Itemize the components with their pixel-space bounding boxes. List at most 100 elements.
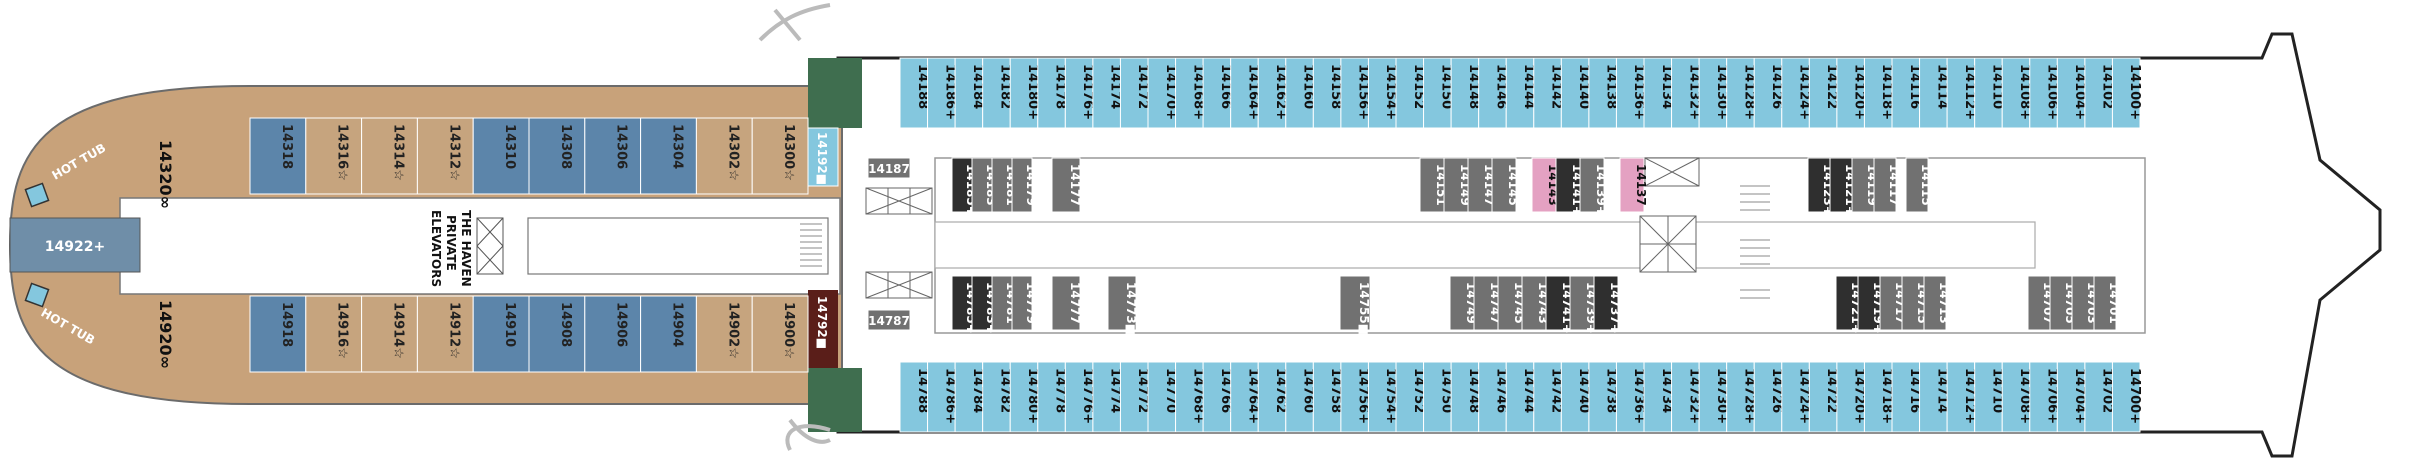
cabin-bottom-13-label: 14762 (1273, 368, 1288, 413)
cabin-top-36-box (1891, 57, 1921, 129)
cabin-top-1-label: 14186+ (942, 64, 957, 120)
suite-top-7-box (640, 117, 697, 195)
interior-bottom-6-box (1107, 275, 1137, 331)
cabin-bottom-35: 14718+ (1863, 361, 1894, 433)
suite-top-4: 14310 (472, 117, 530, 195)
suite-top-5: 14308 (528, 117, 586, 195)
interior-top-18-label: 14115 (1919, 164, 1933, 206)
cabin-bottom-12: 14764+ (1230, 361, 1260, 433)
cabin-top-27-box (1643, 57, 1673, 129)
cabin-14790 (808, 368, 862, 432)
cabin-top-27: 14134 (1643, 57, 1674, 129)
cabin-bottom-14-label: 14760 (1301, 368, 1316, 413)
cabin-top-13-box (1257, 57, 1287, 129)
suite-bottom-2-label: 14914☆ (391, 302, 406, 359)
cabin-top-21: 14146 (1478, 57, 1508, 129)
suite-top-9-box (751, 117, 809, 195)
cabin-bottom-9-box (1147, 361, 1177, 433)
interior-bottom-23: 14701 (2093, 275, 2121, 331)
cabin-bottom-2-label: 14784 (970, 368, 985, 413)
cabin-top-44-box (2111, 57, 2141, 129)
haven-elevator-box (476, 217, 504, 275)
suite-bottom-2-box (361, 295, 418, 373)
suite-bottom-1-label: 14916☆ (335, 302, 350, 359)
suite-bottom-5-box (528, 295, 586, 373)
cabin-top-34-label: 14120+ (1852, 64, 1867, 120)
cabin-top-11-box (1202, 57, 1232, 129)
suite-bottom-4-label: 14910 (502, 302, 517, 347)
cabin-bottom-27-box (1643, 361, 1673, 433)
interior-bottom-4: 14779 (1011, 275, 1038, 331)
cabin-14190 (808, 58, 862, 128)
cabin-bottom-3: 14782 (982, 361, 1012, 433)
cabin-bottom-26: 14736+ (1615, 361, 1646, 433)
cabin-top-5-label: 14178 (1053, 64, 1068, 109)
interior-bottom-10-box (1497, 275, 1523, 331)
cabin-top-32-label: 14124+ (1797, 64, 1812, 120)
suite-top-4-box (472, 117, 530, 195)
suite-top-7-label: 14304 (670, 124, 685, 169)
cabin-bottom-27: 14734 (1643, 361, 1674, 433)
cabin-bottom-7: 14774 (1092, 361, 1123, 433)
cabin-bottom-27-label: 14734 (1659, 368, 1674, 413)
interior-bottom-14: 14737+ (1593, 275, 1622, 334)
interior-bottom-4-box (1011, 275, 1033, 331)
interior-top-0-label: 14187 (868, 162, 910, 176)
cabin-bottom-35-label: 14718+ (1879, 368, 1894, 424)
cabin-top-11: 14166 (1202, 57, 1233, 129)
suite-bottom-0-label: 14918 (279, 302, 294, 347)
cabin-bottom-20-box (1450, 361, 1480, 433)
cabin-top-29: 14130+ (1698, 57, 1729, 129)
cabin-bottom-36-label: 14716 (1907, 368, 1922, 413)
cabin-bottom-15-label: 14758 (1328, 368, 1343, 413)
cabin-top-4-label: 14180+ (1025, 64, 1040, 120)
cabin-top-23: 14142 (1533, 57, 1564, 129)
interior-top-9-label: 14145 (1506, 164, 1520, 206)
interior-bottom-23-box (2093, 275, 2117, 331)
suite-top-0: 14318 (249, 117, 307, 195)
cabin-top-0-label: 14188 (915, 64, 930, 109)
suite-top-8: 14302☆ (695, 117, 753, 195)
cabin-top-16: 14156+ (1340, 57, 1371, 129)
cabin-bottom-32-label: 14724+ (1797, 368, 1812, 424)
cabin-top-31-label: 14126 (1769, 64, 1784, 109)
cabin-top-6-label: 14176+ (1080, 64, 1095, 120)
suite-top-3-label: 14312☆ (446, 124, 461, 181)
cabin-top-31: 14126 (1753, 57, 1784, 129)
haven-line-2: PRIVATE (444, 215, 458, 271)
cabin-top-4-box (1009, 57, 1039, 129)
cabin-bottom-21-box (1478, 361, 1507, 433)
cabin-top-15: 14158 (1312, 57, 1343, 129)
interior-top-13-label: 14137 (1634, 164, 1648, 206)
suite-bottom-4-box (472, 295, 530, 373)
hot-tub-top (24, 182, 50, 208)
cabin-bottom-15: 14758 (1312, 361, 1343, 433)
cabin-bottom-44: 14700+ (2111, 361, 2142, 433)
suite-top-7: 14304 (640, 117, 697, 195)
cabin-top-42-label: 14104+ (2072, 64, 2087, 120)
suite-top-6: 14306 (584, 117, 642, 195)
cabin-bottom-24-box (1560, 361, 1590, 433)
cabin-bottom-8-box (1119, 361, 1149, 433)
cabin-top-25: 14138 (1588, 57, 1619, 129)
cabin-bottom-13: 14762 (1257, 361, 1288, 433)
cabin-top-9-label: 14170+ (1163, 64, 1178, 120)
cabin-top-7-label: 14174 (1108, 64, 1123, 109)
cabin-bottom-37: 14714 (1919, 361, 1949, 433)
cabin-top-40-label: 14108+ (2017, 64, 2032, 120)
interior-top-12-box (1579, 157, 1605, 213)
suite-bottom-7-box (640, 295, 697, 373)
cabin-bottom-5: 14778 (1037, 361, 1068, 433)
interior-top-0-box (867, 157, 911, 179)
cabin-top-13-label: 14162+ (1273, 64, 1288, 120)
interior-top-17-box (1873, 157, 1897, 213)
cabin-top-29-label: 14130+ (1714, 64, 1729, 120)
cabin-bottom-11-box (1202, 361, 1232, 433)
interior-top-10-box (1531, 157, 1557, 213)
suite-top-2-label: 14314☆ (391, 124, 406, 181)
suite-top-3-box (416, 117, 474, 195)
interior-top-7-box (1443, 157, 1469, 213)
cabin-top-14: 14160 (1285, 57, 1316, 129)
cabin-bottom-29-box (1698, 361, 1728, 433)
